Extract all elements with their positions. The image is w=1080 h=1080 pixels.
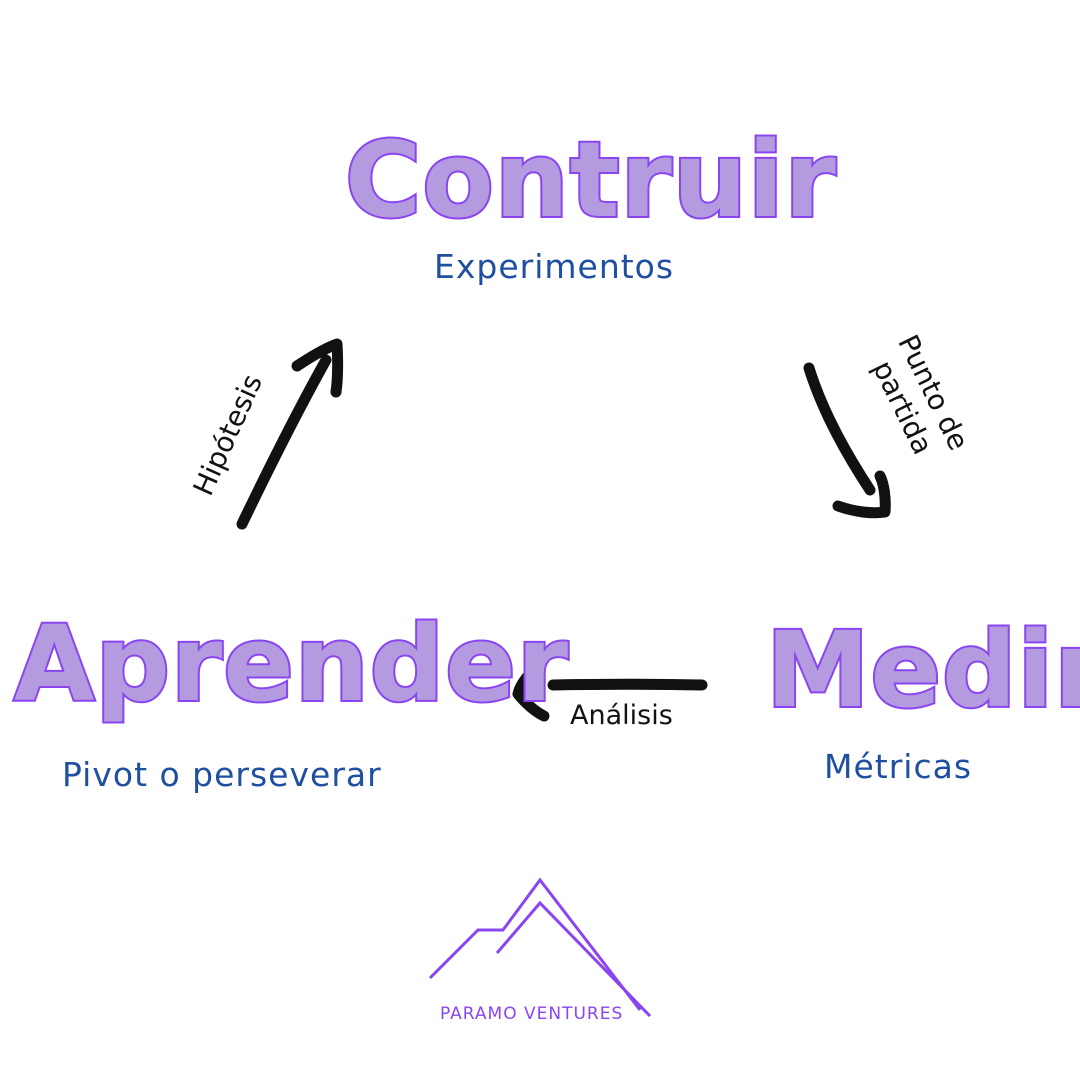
- arrow-aprender-to-construir: [236, 338, 344, 530]
- node-title-medir: Medir: [764, 609, 1080, 731]
- node-title-construir: Contruir: [343, 119, 838, 241]
- arrow-construir-to-medir: [803, 362, 891, 519]
- node-subtitle-aprender: Pivot o perseverar: [62, 755, 382, 794]
- logo-text: PARAMO VENTURES: [440, 1004, 624, 1024]
- edge-label-analisis: Análisis: [570, 700, 673, 731]
- node-subtitle-medir: Métricas: [824, 747, 973, 786]
- mountain-icon: [428, 877, 652, 1018]
- node-subtitle-construir: Experimentos: [434, 247, 675, 286]
- node-title-aprender: Aprender: [12, 603, 570, 725]
- arrow-medir-to-aprender: [512, 656, 708, 722]
